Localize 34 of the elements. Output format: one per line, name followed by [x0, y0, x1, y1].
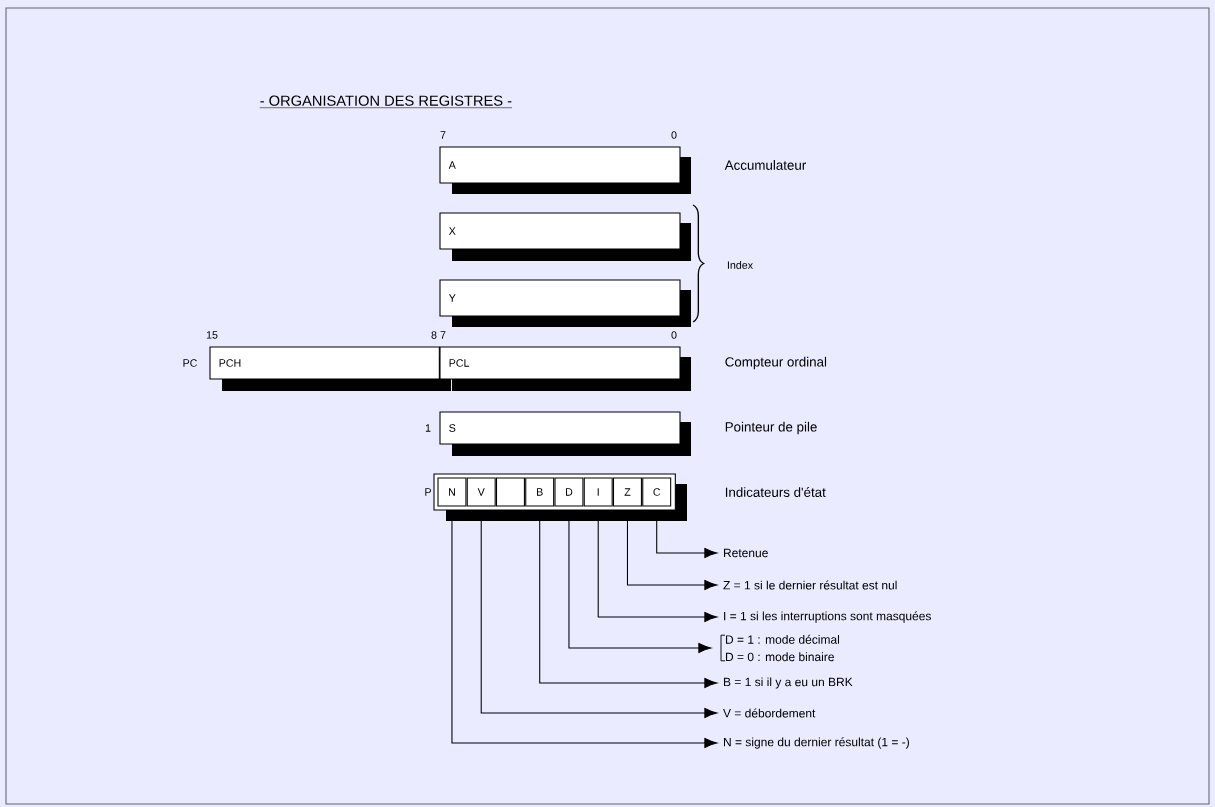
register-box: PCL	[439, 346, 691, 391]
bit-label: Index	[727, 261, 753, 269]
bit-label: 8	[431, 331, 437, 339]
title: - ORGANISATION DES REGISTRES -	[259, 95, 513, 108]
flag-cell: C	[642, 477, 672, 507]
bit-label: 1	[425, 424, 431, 432]
flag-description: Z = 1 si le dernier résultat est nul	[723, 580, 897, 590]
register-name: Compteur ordinal	[725, 356, 827, 370]
register-name: Indicateurs d'état	[725, 487, 826, 497]
register-name: Pointeur de pile	[725, 421, 817, 435]
flag-cell: D	[554, 477, 584, 507]
flag-description: N = signe du dernier résultat (1 = -)	[724, 737, 909, 749]
flag-cell: B	[525, 477, 555, 507]
bit-label: 0	[671, 131, 677, 139]
bit-label: 7	[440, 131, 446, 139]
register-box: Y	[439, 279, 691, 327]
flag-cell: I	[583, 477, 613, 507]
bit-label: 0	[671, 331, 677, 339]
bit-label: PC	[183, 359, 197, 367]
register-box: S	[439, 411, 691, 456]
flag-cell: N	[437, 477, 467, 507]
register-box: A	[439, 146, 691, 194]
flag-description: B = 1 si il y a eu un BRK	[724, 677, 853, 689]
flag-cell	[495, 477, 525, 507]
flag-description: V = débordement	[723, 708, 816, 718]
flag-description: D = 1 : mode décimal D = 0 : mode binaire	[720, 634, 839, 662]
flag-cell: V	[466, 477, 496, 507]
register-name: Accumulateur	[724, 160, 806, 170]
bit-label: 15	[206, 331, 218, 339]
bit-label: 7	[440, 331, 446, 339]
register-box: X	[439, 212, 691, 261]
flag-cell: Z	[612, 477, 642, 507]
flag-description: I = 1 si les interruptions sont masquées	[724, 611, 931, 623]
flag-description: Retenue	[724, 548, 768, 558]
